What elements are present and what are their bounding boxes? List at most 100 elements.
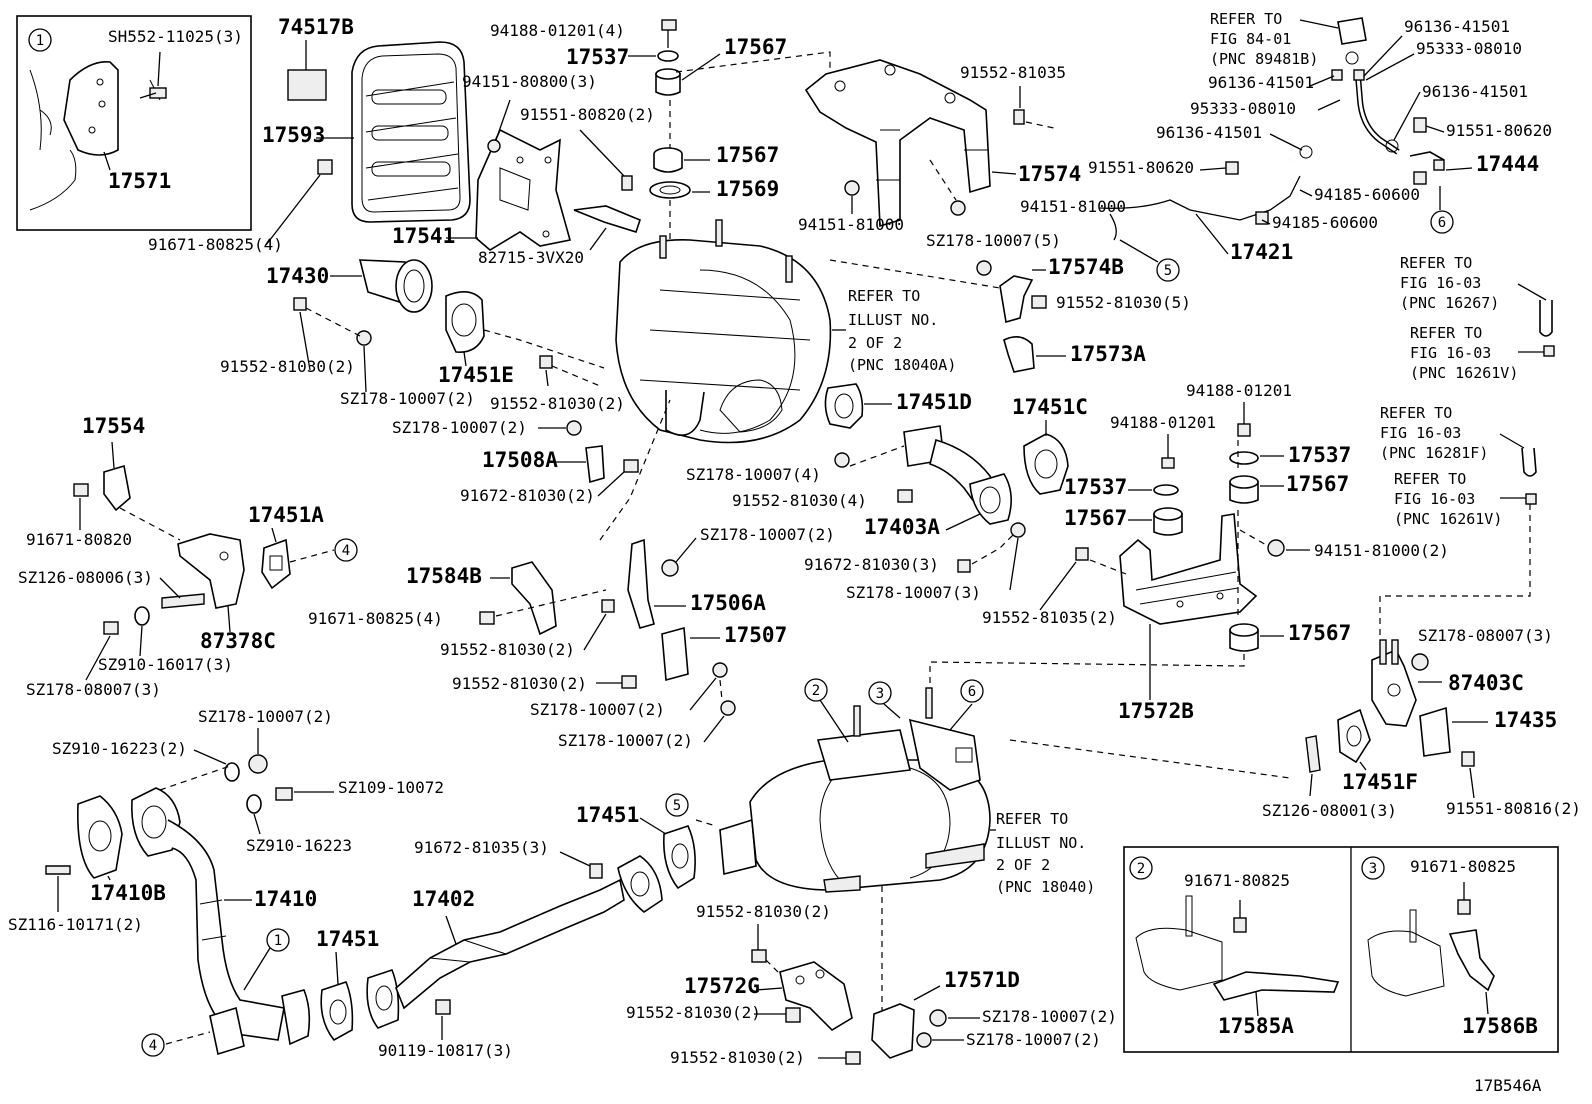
part-label-l86: 91671-80820 [26, 530, 132, 549]
part-label-l32: FIG 84-01 [1210, 30, 1291, 48]
bracket-17586b-drawing [1367, 882, 1495, 1015]
part-label-l105: 17410B [90, 881, 166, 905]
part-label-l22: 91672-81030(2) [460, 486, 595, 505]
part-label-l59: 91552-81030(4) [732, 491, 867, 510]
part-label-l96: 17507 [724, 623, 787, 647]
front-pipe-17410-drawing [131, 787, 311, 1056]
callout-number: 2 [1137, 861, 1145, 877]
part-label-l01: SH552-11025(3) [108, 27, 243, 46]
label-plate-74517b [287, 69, 327, 101]
part-label-l88: SZ126-08006(3) [18, 568, 153, 587]
part-label-l35: 95333-08010 [1416, 39, 1522, 58]
heat-shield-17593-drawing [316, 41, 471, 223]
part-label-l37: 95333-08010 [1190, 99, 1296, 118]
part-label-l83: SZ126-08001(3) [1262, 801, 1397, 820]
catalytic-converter-lower-drawing [719, 687, 996, 893]
part-label-l117: 17571D [944, 968, 1020, 992]
part-label-l65: 17567 [1288, 621, 1351, 645]
inset-box-1 [16, 15, 252, 231]
part-label-l34: 96136-41501 [1404, 17, 1510, 36]
part-label-l52: 94188-01201 [1186, 381, 1292, 400]
bracket-17574-drawing [804, 59, 1017, 228]
part-label-l98: 91552-81030(2) [452, 674, 587, 693]
part-label-l05: 91671-80825(4) [148, 235, 283, 254]
part-label-l123: (PNC 18040) [996, 878, 1095, 896]
part-label-l46: REFER TO [848, 287, 920, 305]
callout-c1b: 1 [266, 928, 290, 952]
part-label-l125: 17585A [1218, 1014, 1294, 1038]
part-label-l115: 91552-81030(2) [626, 1003, 761, 1022]
bracket-17508a [585, 445, 605, 484]
part-label-l68: FIG 16-03 [1400, 274, 1481, 292]
sensor-bracket-87403c-drawing [1371, 639, 1442, 727]
part-label-l102: SZ910-16223(2) [52, 739, 187, 758]
part-label-l97: 91552-81030(2) [440, 640, 575, 659]
part-label-l10: 91551-80820(2) [520, 105, 655, 124]
part-label-l24: 17574 [1018, 162, 1081, 186]
callout-number: 1 [274, 933, 282, 949]
part-label-l30: 17573A [1070, 342, 1146, 366]
callout-number: 6 [968, 684, 976, 700]
pipe-assembly-17421-drawing [1099, 17, 1445, 241]
part-label-l90: SZ910-16017(3) [98, 655, 233, 674]
part-label-l73: REFER TO [1380, 404, 1452, 422]
bracket-17572g [779, 961, 853, 1032]
part-label-l44: 94185-60600 [1272, 213, 1378, 232]
part-label-l92: 17584B [406, 564, 482, 588]
part-label-l45: 17421 [1230, 240, 1293, 264]
part-label-l41: 91551-80620 [1088, 158, 1194, 177]
callout-number: 3 [1369, 861, 1377, 877]
part-label-l109: 17451 [316, 927, 379, 951]
part-label-l25: 94151-81000 [798, 215, 904, 234]
bracket-17506a [627, 538, 655, 629]
part-label-l99: SZ178-10007(2) [530, 700, 665, 719]
part-label-l91: SZ178-08007(3) [26, 680, 161, 699]
callout-c6a: 6 [1430, 210, 1454, 234]
part-label-l28: 17574B [1048, 255, 1124, 279]
bracket-17554 [103, 464, 131, 512]
gasket-17451-upper [662, 825, 696, 890]
part-label-l93: SZ178-10007(2) [700, 525, 835, 544]
part-label-l79: SZ178-08007(3) [1418, 626, 1553, 645]
callout-number: 4 [342, 543, 350, 559]
gasket-17451c [1023, 433, 1069, 495]
part-label-l85: 17554 [82, 414, 145, 438]
gasket-17451-lower [320, 981, 354, 1042]
part-label-l02: 17571 [108, 169, 171, 193]
part-label-l69: (PNC 16267) [1400, 294, 1499, 312]
bracket-87378c [177, 533, 245, 609]
part-label-l12: 17569 [716, 177, 779, 201]
part-label-l126: 91671-80825 [1410, 857, 1516, 876]
part-label-l120: REFER TO [996, 810, 1068, 828]
callout-circle [28, 28, 52, 52]
part-label-l14: 17430 [266, 264, 329, 288]
part-label-l38: 96136-41501 [1422, 82, 1528, 101]
part-label-l23: 91552-81035 [960, 63, 1066, 82]
bracket-17574b [999, 275, 1034, 324]
gasket-17451a [261, 538, 291, 590]
callout-c2a: 2 [804, 678, 828, 702]
part-label-l63: 91552-81035(2) [982, 608, 1117, 627]
part-label-l108: 17402 [412, 887, 475, 911]
callout-number: 4 [149, 1038, 157, 1054]
callout-circle [804, 678, 828, 702]
bracket-17571d [871, 1003, 915, 1059]
part-label-l62: SZ178-10007(3) [846, 583, 981, 602]
center-pipe-17402-drawing [366, 855, 663, 1029]
callout-c5a: 5 [1156, 258, 1180, 282]
part-label-l119: SZ178-10007(2) [966, 1030, 1101, 1049]
part-label-l101: SZ178-10007(2) [198, 707, 333, 726]
gasket-17451e [445, 291, 485, 353]
callout-circle [334, 538, 358, 562]
part-label-l11: 17567 [716, 143, 779, 167]
gasket-17410b [77, 795, 123, 879]
part-label-l39: 96136-41501 [1156, 123, 1262, 142]
part-label-l118: SZ178-10007(2) [982, 1007, 1117, 1026]
part-label-l48: 2 OF 2 [848, 334, 902, 352]
bracket-17584b [511, 561, 557, 636]
part-label-l50: 17451D [896, 390, 972, 414]
part-label-l110: 17451 [576, 803, 639, 827]
